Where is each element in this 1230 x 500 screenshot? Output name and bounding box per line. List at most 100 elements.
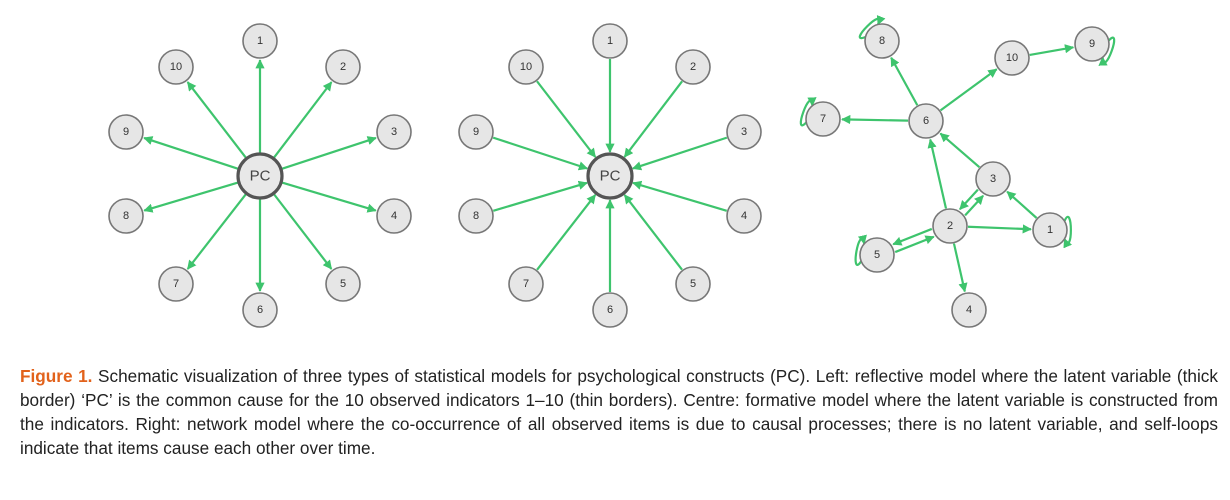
indicator-node-reflective-3: 3 [376, 114, 412, 150]
indicator-node-reflective-5: 5 [325, 266, 361, 302]
indicator-node-reflective-2-label: 2 [340, 61, 346, 73]
indicator-node-reflective-7-label: 7 [173, 278, 179, 290]
edge-reflective-PC-to-5 [273, 193, 333, 270]
edge-network-6-to-7 [841, 114, 909, 125]
indicator-node-reflective-10-circle [158, 49, 194, 85]
indicator-node-reflective-6-circle [242, 292, 278, 328]
edge-network-3-to-2 [959, 188, 979, 211]
indicator-node-network-5-circle [859, 237, 895, 273]
figure-label: Figure 1. [20, 366, 93, 386]
indicator-node-network-3: 3 [975, 161, 1011, 197]
indicator-node-formative-7-label: 7 [523, 278, 529, 290]
indicator-node-network-7: 7 [805, 101, 841, 137]
indicator-node-reflective-8: 8 [108, 198, 144, 234]
indicator-node-network-6-label: 6 [923, 115, 929, 127]
indicator-node-reflective-1-label: 1 [257, 35, 263, 47]
indicator-node-reflective-8-label: 8 [123, 210, 129, 222]
indicator-node-formative-1-circle [592, 23, 628, 59]
latent-node-formative-label: PC [600, 168, 621, 185]
self-loop-network-8 [858, 15, 886, 40]
indicator-node-network-1: 1 [1032, 212, 1068, 248]
edge-formative-8-to-PC [492, 180, 588, 212]
indicator-node-network-2-label: 2 [947, 220, 953, 232]
indicator-node-formative-2-label: 2 [690, 61, 696, 73]
indicator-node-formative-3: 3 [726, 114, 762, 150]
indicator-node-reflective-10-label: 10 [170, 61, 182, 73]
indicator-node-formative-10-circle [508, 49, 544, 85]
indicator-node-formative-10-label: 10 [520, 61, 532, 73]
indicator-node-network-1-circle [1032, 212, 1068, 248]
indicator-node-formative-8-label: 8 [473, 210, 479, 222]
indicator-node-formative-1: 1 [592, 23, 628, 59]
indicator-node-formative-4: 4 [726, 198, 762, 234]
indicator-node-network-10-circle [994, 40, 1030, 76]
edge-network-1-to-3 [1006, 190, 1038, 219]
indicator-node-network-4-label: 4 [966, 304, 972, 316]
indicator-node-network-10: 10 [994, 40, 1030, 76]
indicator-node-network-3-label: 3 [990, 173, 996, 185]
indicator-node-reflective-7-circle [158, 266, 194, 302]
indicator-node-formative-5-circle [675, 266, 711, 302]
indicator-node-network-8: 8 [864, 23, 900, 59]
edge-formative-9-to-PC [492, 136, 589, 171]
latent-node-formative: PC [586, 152, 634, 200]
latent-node-reflective-label: PC [250, 168, 271, 185]
edge-network-10-to-9 [1029, 44, 1075, 56]
indicator-node-network-3-circle [975, 161, 1011, 197]
edge-network-3-to-6 [939, 132, 981, 169]
indicator-node-reflective-3-label: 3 [391, 126, 397, 138]
self-loop-network-5 [854, 234, 867, 266]
indicator-node-formative-1-label: 1 [607, 35, 613, 47]
indicator-node-network-8-label: 8 [879, 35, 885, 47]
indicator-node-network-7-label: 7 [820, 113, 826, 125]
indicator-node-network-4: 4 [951, 292, 987, 328]
indicator-node-formative-3-label: 3 [741, 126, 747, 138]
indicator-node-reflective-4-label: 4 [391, 210, 397, 222]
edge-formative-3-to-PC [631, 136, 728, 171]
edge-formative-5-to-PC [623, 194, 683, 271]
self-loop-network-9 [1098, 36, 1116, 66]
edge-formative-2-to-PC [623, 80, 683, 158]
indicator-node-formative-2: 2 [675, 49, 711, 85]
latent-node-formative-circle [586, 152, 634, 200]
indicator-node-formative-5-label: 5 [690, 278, 696, 290]
indicator-node-reflective-4-circle [376, 198, 412, 234]
indicator-node-reflective-5-label: 5 [340, 278, 346, 290]
indicator-node-formative-8: 8 [458, 198, 494, 234]
indicator-node-formative-6-circle [592, 292, 628, 328]
indicator-node-reflective-3-circle [376, 114, 412, 150]
indicator-node-network-8-circle [864, 23, 900, 59]
indicator-node-reflective-5-circle [325, 266, 361, 302]
indicator-node-reflective-6-label: 6 [257, 304, 263, 316]
edge-network-5-to-2 [894, 235, 935, 254]
indicator-node-reflective-10: 10 [158, 49, 194, 85]
indicator-node-reflective-8-circle [108, 198, 144, 234]
indicator-node-reflective-7: 7 [158, 266, 194, 302]
edge-network-6-to-8 [890, 56, 919, 106]
indicator-node-formative-10: 10 [508, 49, 544, 85]
indicator-node-network-2-circle [932, 208, 968, 244]
latent-node-reflective: PC [236, 152, 284, 200]
edge-formative-4-to-PC [632, 180, 728, 212]
edge-reflective-PC-to-3 [281, 136, 377, 170]
indicator-node-formative-9-circle [458, 114, 494, 150]
indicator-node-formative-6-label: 6 [607, 304, 613, 316]
indicator-node-network-7-circle [805, 101, 841, 137]
edge-network-2-to-4 [952, 243, 968, 293]
latent-node-reflective-circle [236, 152, 284, 200]
indicator-node-network-5: 5 [859, 237, 895, 273]
self-loop-network-1 [1063, 215, 1072, 249]
edge-formative-10-to-PC [536, 80, 597, 158]
edge-reflective-PC-to-4 [281, 181, 377, 213]
edge-reflective-PC-to-2 [273, 81, 333, 159]
indicator-node-network-1-label: 1 [1047, 224, 1053, 236]
indicator-node-network-2: 2 [932, 208, 968, 244]
indicator-node-reflective-1-circle [242, 23, 278, 59]
edge-reflective-PC-to-10 [186, 81, 247, 159]
indicator-node-reflective-2-circle [325, 49, 361, 85]
edge-reflective-PC-to-9 [143, 136, 239, 170]
indicator-node-formative-6: 6 [592, 292, 628, 328]
